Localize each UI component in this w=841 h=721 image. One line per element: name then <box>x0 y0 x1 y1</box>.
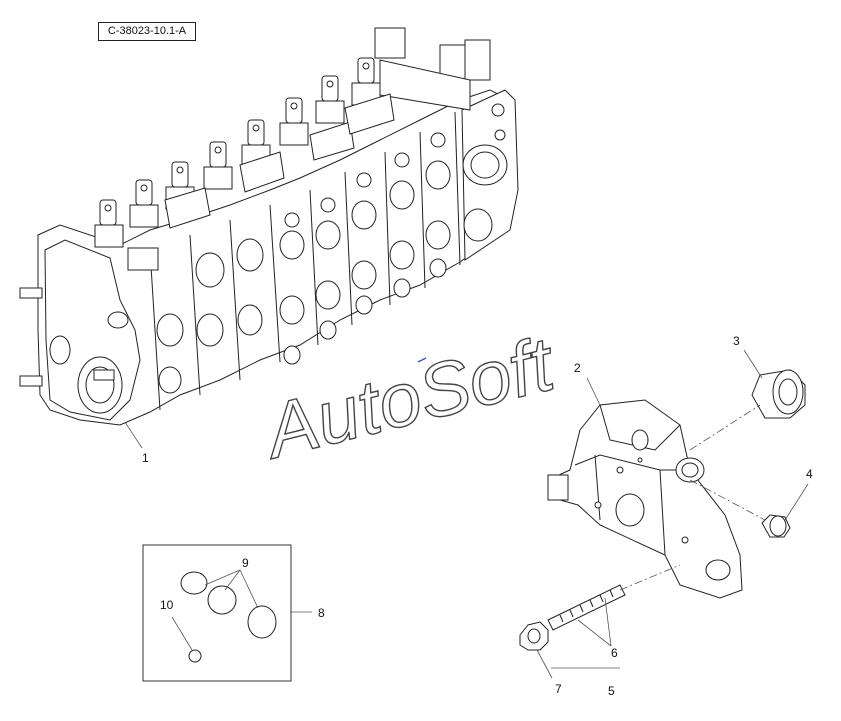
callout-5: 5 <box>608 684 615 698</box>
control-valve-assembly <box>19 27 519 426</box>
plug <box>751 369 806 419</box>
callout-8: 8 <box>318 606 325 620</box>
nut <box>519 621 549 651</box>
mounting-bracket <box>547 399 743 599</box>
callout-4: 4 <box>806 467 813 481</box>
callout-1: 1 <box>142 451 149 465</box>
callout-10: 10 <box>160 598 174 612</box>
small-plug <box>761 514 791 538</box>
callout-9: 9 <box>242 556 249 570</box>
reference-code: C-38023-10.1-A <box>98 22 196 41</box>
callout-2: 2 <box>574 361 581 375</box>
callout-6: 6 <box>611 646 618 660</box>
callout-7: 7 <box>555 682 562 696</box>
seal-kit-box <box>142 544 292 682</box>
stud <box>547 584 626 631</box>
callout-3: 3 <box>733 334 740 348</box>
